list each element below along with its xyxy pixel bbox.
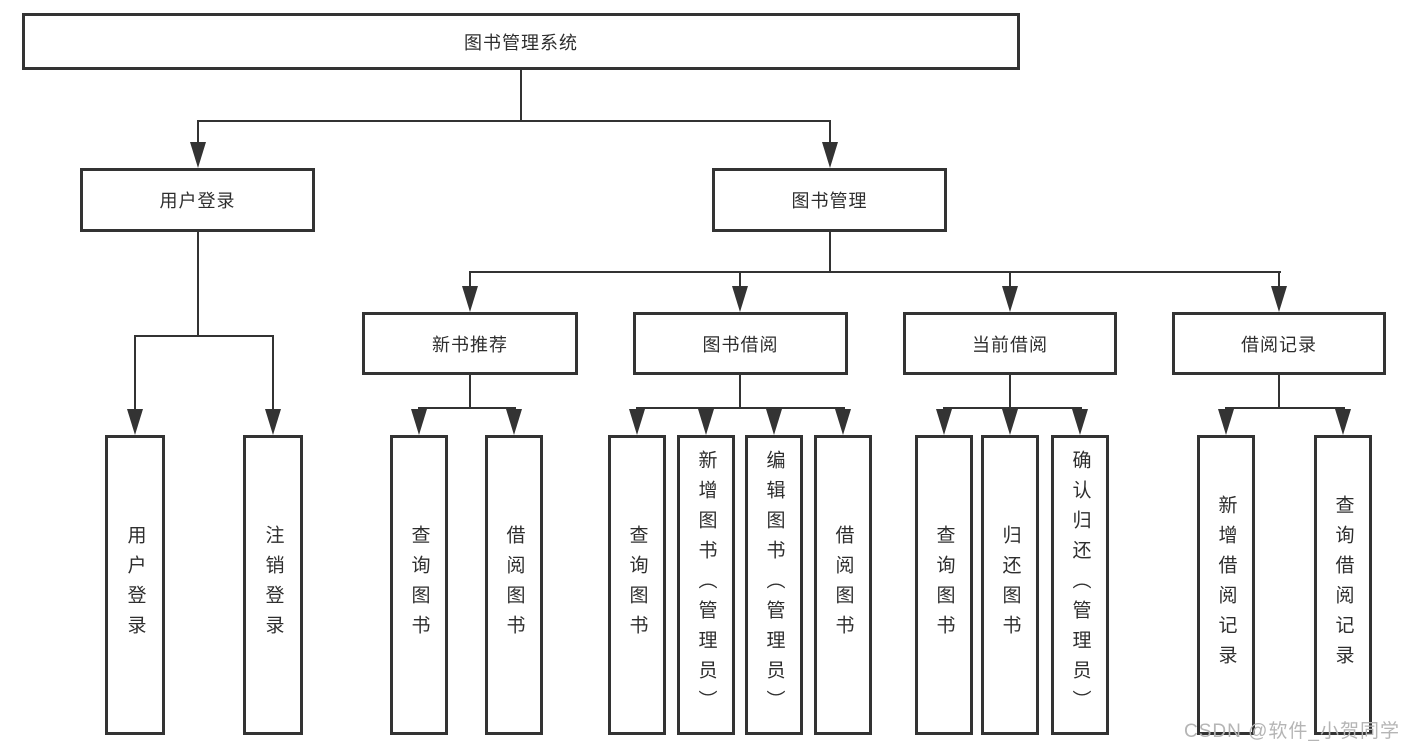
connector-root-rail [197, 120, 831, 122]
node-user-login: 用户登录 [80, 168, 315, 232]
node-book-borrow: 图书借阅 [633, 312, 848, 375]
connector-l4-rail [418, 407, 516, 409]
node-new-book-recommend: 新书推荐 [362, 312, 578, 375]
node-label: 借阅记录 [1241, 334, 1317, 355]
connector-l4-rail [943, 407, 1082, 409]
node-label: 查询图书 [408, 525, 430, 645]
node-label: 图书管理 [791, 191, 868, 211]
connector-book-mgmt-rail [469, 271, 1281, 273]
node-label: 当前借阅 [972, 334, 1048, 355]
connector-l4-down [1278, 375, 1280, 409]
leaf-query-books-borrow: 查询图书 [608, 435, 666, 735]
connector-l3-stem [469, 271, 471, 289]
node-label: 归还图书 [999, 525, 1021, 645]
arrowhead-down-icon [698, 409, 714, 435]
arrowhead-down-icon [1072, 409, 1088, 435]
node-book-management-system: 图书管理系统 [22, 13, 1020, 70]
arrowhead-down-icon [1002, 409, 1018, 435]
leaf-logout: 注销登录 [243, 435, 303, 735]
node-label: 新增图书（管理员） [695, 450, 717, 720]
connector-l3-stem [1009, 271, 1011, 289]
arrowhead-down-icon [265, 409, 281, 435]
connector-leaf-stem [134, 335, 136, 413]
node-label: 查询图书 [933, 525, 955, 645]
node-book-management: 图书管理 [712, 168, 947, 232]
connector-root-stem [520, 70, 522, 122]
leaf-borrow-books: 借阅图书 [814, 435, 872, 735]
connector-l4-rail [1225, 407, 1345, 409]
connector-user-login-rail [134, 335, 274, 337]
node-label: 用户登录 [124, 525, 146, 645]
leaf-add-books-admin: 新增图书（管理员） [677, 435, 735, 735]
leaf-borrow-books-recommend: 借阅图书 [485, 435, 543, 735]
node-label: 确认归还（管理员） [1069, 450, 1091, 720]
arrowhead-down-icon [629, 409, 645, 435]
node-label: 新书推荐 [432, 334, 508, 355]
node-label: 借阅图书 [832, 525, 854, 645]
arrowhead-down-icon [822, 142, 838, 168]
arrowhead-down-icon [732, 286, 748, 312]
node-label: 图书管理系统 [464, 32, 578, 53]
arrowhead-down-icon [766, 409, 782, 435]
arrowhead-down-icon [1335, 409, 1351, 435]
arrowhead-down-icon [127, 409, 143, 435]
node-label: 用户登录 [159, 191, 236, 211]
node-label: 编辑图书（管理员） [763, 450, 785, 720]
connector-l4-down [469, 375, 471, 409]
arrowhead-down-icon [835, 409, 851, 435]
leaf-query-books-current: 查询图书 [915, 435, 973, 735]
arrowhead-down-icon [462, 286, 478, 312]
node-current-borrow: 当前借阅 [903, 312, 1117, 375]
node-label: 查询借阅记录 [1332, 495, 1354, 675]
arrowhead-down-icon [190, 142, 206, 168]
connector-leaf-stem [272, 335, 274, 413]
arrowhead-down-icon [411, 409, 427, 435]
leaf-add-borrow-record: 新增借阅记录 [1197, 435, 1255, 735]
connector-l4-down [1009, 375, 1011, 409]
leaf-edit-books-admin: 编辑图书（管理员） [745, 435, 803, 735]
arrowhead-down-icon [1271, 286, 1287, 312]
arrowhead-down-icon [936, 409, 952, 435]
connector-user-login-down [197, 232, 199, 337]
connector-book-mgmt-stem [829, 120, 831, 146]
node-label: 注销登录 [262, 525, 284, 645]
node-label: 查询图书 [626, 525, 648, 645]
connector-l3-stem [739, 271, 741, 289]
leaf-confirm-return-admin: 确认归还（管理员） [1051, 435, 1109, 735]
arrowhead-down-icon [1002, 286, 1018, 312]
leaf-return-books: 归还图书 [981, 435, 1039, 735]
node-borrow-records: 借阅记录 [1172, 312, 1386, 375]
leaf-query-borrow-record: 查询借阅记录 [1314, 435, 1372, 735]
connector-book-mgmt-down [829, 232, 831, 273]
connector-l4-down [739, 375, 741, 409]
leaf-user-login: 用户登录 [105, 435, 165, 735]
csdn-watermark: CSDN @软件_小贺同学 [1184, 721, 1400, 742]
connector-l3-stem [1278, 271, 1280, 289]
node-label: 借阅图书 [503, 525, 525, 645]
node-label: 新增借阅记录 [1215, 495, 1237, 675]
connector-user-login-stem [197, 120, 199, 146]
arrowhead-down-icon [1218, 409, 1234, 435]
arrowhead-down-icon [506, 409, 522, 435]
connector-l4-rail [636, 407, 845, 409]
leaf-query-books-recommend: 查询图书 [390, 435, 448, 735]
node-label: 图书借阅 [702, 334, 779, 355]
